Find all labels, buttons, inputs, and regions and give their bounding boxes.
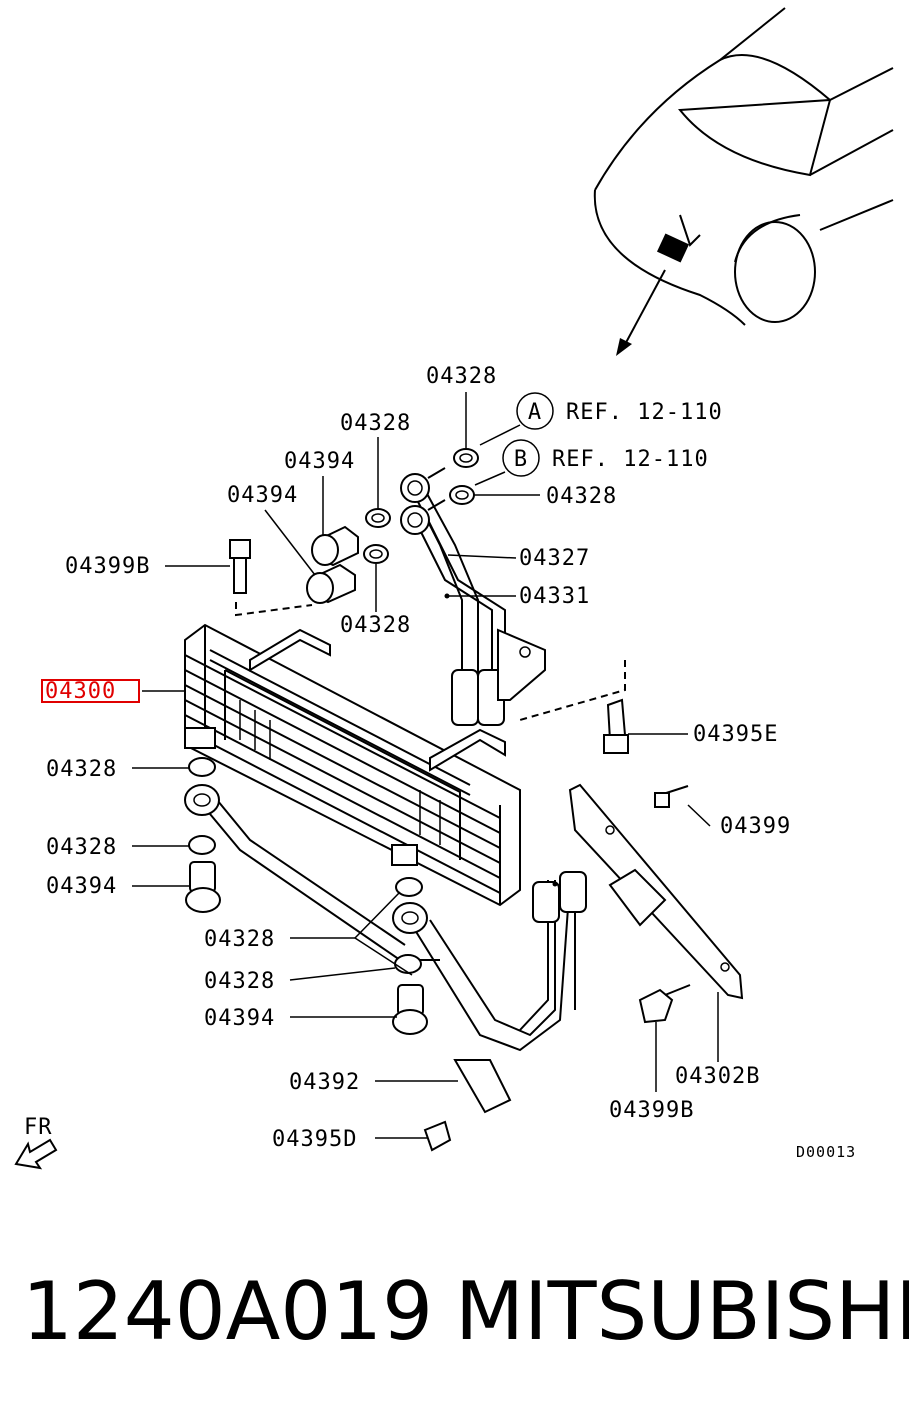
ref-a-letter: A bbox=[528, 400, 542, 425]
bracket bbox=[423, 698, 744, 1152]
locator-dashes bbox=[235, 602, 626, 721]
callout-04395D[interactable]: 04395D bbox=[272, 1127, 357, 1152]
callout-04394-a[interactable]: 04394 bbox=[284, 449, 355, 474]
callout-04328-mid[interactable]: 04328 bbox=[340, 411, 411, 436]
callout-labels: 04328 04328 04394 04394 04328 04327 0433… bbox=[41, 364, 791, 1152]
front-marker-label: FR bbox=[24, 1115, 53, 1140]
oil-cooler-core bbox=[184, 623, 521, 907]
part-number: 1240A019 bbox=[22, 1265, 434, 1358]
callout-04395E[interactable]: 04395E bbox=[693, 722, 778, 747]
ref-markers: A REF. 12-110 B REF. 12-110 bbox=[502, 392, 723, 477]
callout-04331[interactable]: 04331 bbox=[519, 584, 590, 609]
diagram-code: D00013 bbox=[796, 1143, 856, 1161]
callout-04328-left1[interactable]: 04328 bbox=[46, 757, 117, 782]
callout-04394-low[interactable]: 04394 bbox=[204, 1006, 275, 1031]
leader-lines bbox=[132, 392, 719, 1139]
upper-fittings bbox=[229, 448, 479, 604]
upper-hoses bbox=[400, 467, 546, 726]
callout-04394-b[interactable]: 04394 bbox=[227, 483, 298, 508]
ref-b-text: REF. 12-110 bbox=[552, 447, 709, 472]
callout-04328-c[interactable]: 04328 bbox=[340, 613, 411, 638]
callout-04394-left[interactable]: 04394 bbox=[46, 874, 117, 899]
callout-04300[interactable]: 04300 bbox=[45, 679, 116, 704]
front-arrow-icon bbox=[14, 1138, 58, 1170]
callout-04328-left2[interactable]: 04328 bbox=[46, 835, 117, 860]
ref-b-circle bbox=[502, 439, 540, 477]
ref-a-circle bbox=[516, 392, 554, 430]
callout-04399[interactable]: 04399 bbox=[720, 814, 791, 839]
vehicle-sketch bbox=[593, 7, 894, 356]
callout-04327[interactable]: 04327 bbox=[519, 546, 590, 571]
callout-04328-low1[interactable]: 04328 bbox=[204, 927, 275, 952]
brand-name: MITSUBISHI bbox=[455, 1265, 909, 1358]
callout-04300-highlight bbox=[41, 679, 140, 703]
callout-04302B[interactable]: 04302B bbox=[675, 1064, 760, 1089]
callout-04399B-low[interactable]: 04399B bbox=[609, 1098, 694, 1123]
lower-hoses bbox=[184, 757, 587, 1052]
ref-a-text: REF. 12-110 bbox=[566, 400, 723, 425]
callout-04328-low2[interactable]: 04328 bbox=[204, 969, 275, 994]
ref-b-letter: B bbox=[514, 447, 528, 472]
callout-04328-top[interactable]: 04328 bbox=[426, 364, 497, 389]
front-marker: FR bbox=[14, 1115, 58, 1170]
callout-04399B-top[interactable]: 04399B bbox=[65, 554, 150, 579]
caption-row: 1240A019 MITSUBISHI bbox=[0, 1262, 909, 1372]
callout-04328-b[interactable]: 04328 bbox=[546, 484, 617, 509]
callout-04392[interactable]: 04392 bbox=[289, 1070, 360, 1095]
